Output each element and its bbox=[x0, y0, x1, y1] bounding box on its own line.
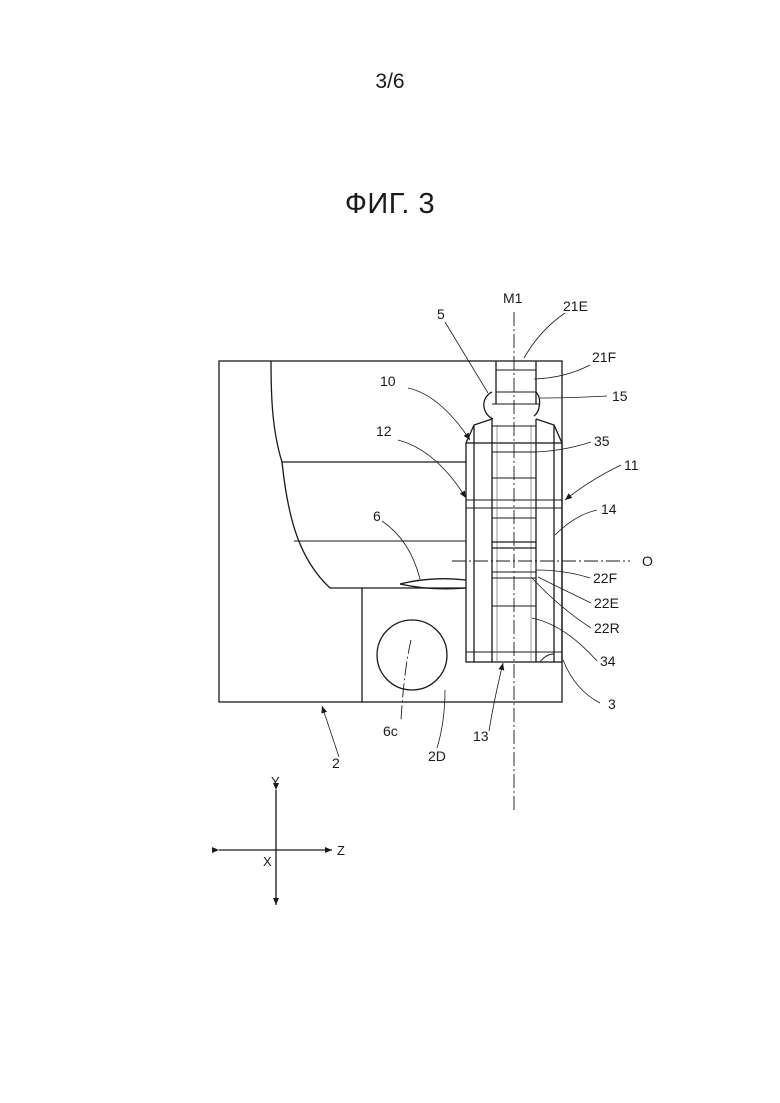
label-o: O bbox=[642, 553, 653, 569]
shaft bbox=[492, 361, 540, 404]
axis-label-x: X bbox=[263, 854, 272, 869]
label-22f: 22F bbox=[593, 570, 617, 586]
element-5 bbox=[484, 392, 540, 419]
label-2d: 2D bbox=[428, 748, 446, 764]
label-35: 35 bbox=[594, 433, 610, 449]
label-10: 10 bbox=[380, 373, 396, 389]
label-m1: M1 bbox=[503, 290, 523, 306]
housing-body bbox=[219, 361, 562, 702]
axis-label-z: Z bbox=[337, 843, 345, 858]
label-3: 3 bbox=[608, 696, 616, 712]
label-2: 2 bbox=[332, 755, 340, 771]
label-34: 34 bbox=[600, 653, 616, 669]
label-22r: 22R bbox=[594, 620, 620, 636]
label-6c: 6c bbox=[383, 723, 398, 739]
axis-label-y: Y bbox=[271, 774, 280, 789]
cavity-curve bbox=[271, 361, 466, 588]
label-14: 14 bbox=[601, 501, 617, 517]
label-11: 11 bbox=[624, 457, 639, 473]
axis-indicator bbox=[219, 790, 332, 905]
label-21f: 21F bbox=[592, 349, 616, 365]
inner-column bbox=[492, 419, 554, 662]
label-13: 13 bbox=[473, 728, 489, 744]
label-21e: 21E bbox=[563, 298, 588, 314]
label-5: 5 bbox=[437, 306, 445, 322]
leader-lines bbox=[322, 313, 621, 757]
label-15: 15 bbox=[612, 388, 628, 404]
hole-6c bbox=[377, 620, 447, 720]
axis-labels: Y Z X bbox=[263, 774, 345, 869]
label-6: 6 bbox=[373, 508, 381, 524]
label-22e: 22E bbox=[594, 595, 619, 611]
label-12: 12 bbox=[376, 423, 392, 439]
